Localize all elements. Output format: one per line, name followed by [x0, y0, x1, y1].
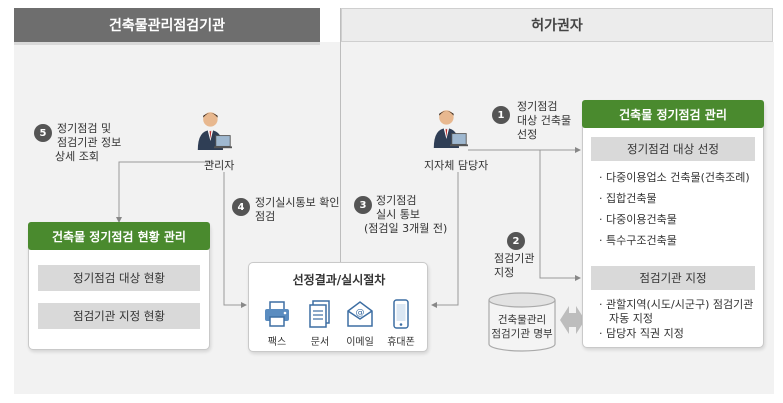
mobile-icon [393, 299, 409, 329]
official-person-icon [433, 110, 468, 148]
document-icon [309, 300, 330, 328]
bullet-collective-building: · 집합건축물 [599, 192, 657, 205]
mobile-label: 휴대폰 [387, 337, 415, 348]
header-licensing-authority: 허가권자 [341, 8, 773, 42]
manager-person-icon [197, 112, 232, 150]
bullet-special-structure: · 특수구조건축물 [599, 234, 677, 247]
management-card-title: 건축물 정기점검 관리 [582, 100, 764, 128]
inspection-management-card: 건축물 정기점검 관리 정기점검 대상 선정 · 다중이용업소 건축물(건축조례… [582, 100, 764, 348]
database-label: 건축물관리 점검기관 명부 [491, 314, 553, 340]
step-2-text: 점검기관 지정 [494, 252, 535, 279]
fax-label: 팩스 [267, 337, 287, 348]
section-divider [340, 8, 341, 265]
step-2-number: 2 [507, 232, 525, 250]
status-item-agency-assignment: 점검기관 지정 현황 [38, 303, 200, 329]
email-icon: @ [347, 301, 373, 327]
result-procedure-card: 선정결과/실시절차 팩스 문서 @ 이메일 휴대폰 [248, 262, 428, 352]
status-card-title: 건축물 정기점검 현황 관리 [28, 222, 210, 250]
header-inspection-agency: 건축물관리점검기관 [14, 8, 320, 42]
bullet-manual-assignment: · 담당자 직권 지정 [599, 327, 684, 340]
manager-label: 관리자 [204, 159, 235, 172]
step-4-number: 4 [232, 198, 250, 216]
bullet-auto-assignment: · 관할지역(시도/시군구) 점검기관 자동 지정 [599, 298, 754, 325]
email-label: 이메일 [346, 337, 374, 348]
result-card-title: 선정결과/실시절차 [292, 273, 386, 287]
status-item-inspection-targets: 정기점검 대상 현황 [38, 265, 200, 291]
step-3-number: 3 [354, 196, 372, 214]
bullet-multiuse-building: · 다중이용건축물 [599, 213, 677, 226]
svg-text:@: @ [356, 308, 365, 318]
step-4-text: 정기실시통보 확인 점검 [255, 196, 340, 223]
step-5-number: 5 [34, 124, 52, 142]
step-3-text: 정기점검 실시 통보 (점검일 3개월 전) [364, 194, 448, 235]
status-management-card: 건축물 정기점검 현황 관리 정기점검 대상 현황 점검기관 지정 현황 [28, 222, 210, 350]
database-icon [488, 292, 556, 352]
section-inspection-target-selection: 정기점검 대상 선정 [591, 137, 755, 161]
official-label: 지자체 담당자 [424, 159, 489, 172]
step-1-text: 정기점검 대상 건축물 선정 [517, 100, 572, 141]
fax-icon [265, 301, 289, 327]
section-agency-assignment: 점검기관 지정 [591, 266, 755, 290]
document-label: 문서 [310, 337, 330, 348]
step-5-text: 정기점검 및 점검기관 정보 상세 조회 [55, 122, 122, 163]
bullet-multiuse-business: · 다중이용업소 건축물(건축조례) [599, 171, 750, 184]
step-1-number: 1 [492, 106, 510, 124]
